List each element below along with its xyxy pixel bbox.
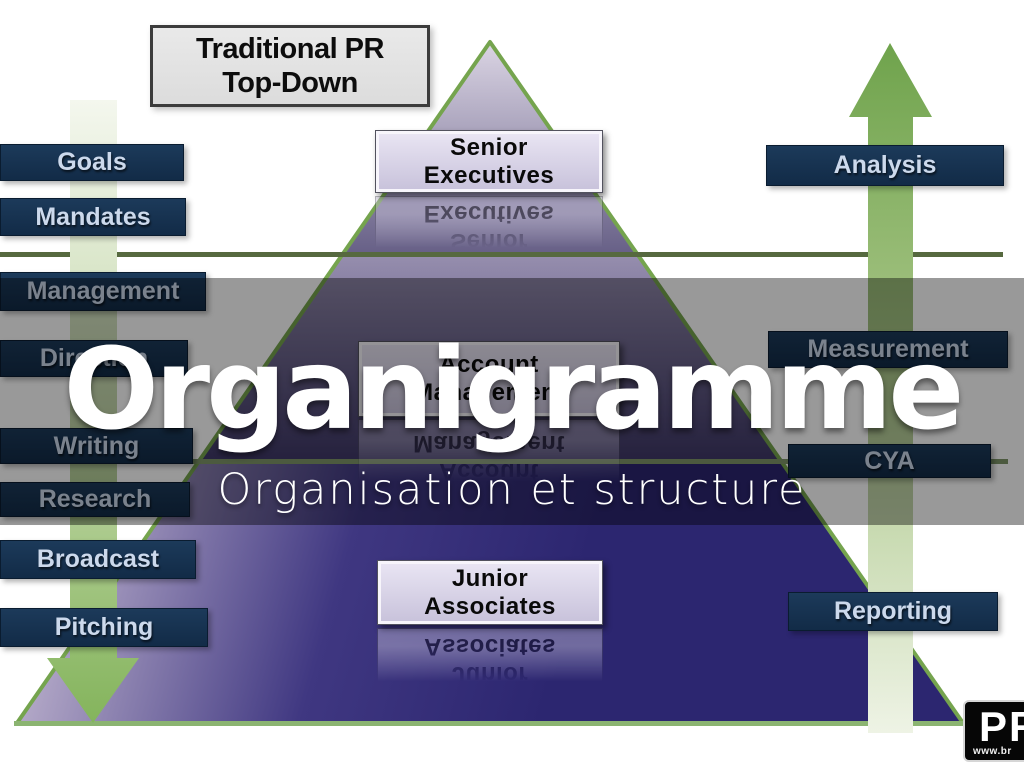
left-label-research: Research xyxy=(0,482,190,517)
left-label-broadcast: Broadcast xyxy=(0,540,196,579)
slide-subtitle: Organisation et structure xyxy=(217,465,807,515)
reflection-text: Executives xyxy=(423,200,555,228)
logo-url: www.br xyxy=(973,746,1012,757)
left-label-pitching: Pitching xyxy=(0,608,208,647)
label-text: Broadcast xyxy=(36,545,160,573)
label-text: Mandates xyxy=(35,202,151,231)
subtitle-block: Organisation et structure xyxy=(0,465,1024,515)
pyramid-box-label: Junior xyxy=(451,564,529,592)
label-text: Management xyxy=(26,277,180,305)
slide-title: Organigramme xyxy=(63,325,965,455)
right-label-reporting: Reporting xyxy=(788,592,998,631)
pyramid-box-senior-executives: Senior Executives xyxy=(375,130,603,193)
title-overlay-band xyxy=(0,278,1024,525)
watermark-logo: PR www.br xyxy=(963,700,1024,762)
label-text: Direction xyxy=(39,344,149,372)
label-text: Analysis xyxy=(833,151,937,179)
left-label-writing: Writing xyxy=(0,428,193,464)
label-text: Reporting xyxy=(833,597,953,625)
reflection-text: Associates xyxy=(424,633,556,661)
pyramid-box-label: Management xyxy=(413,379,565,406)
logo-text: PR xyxy=(979,703,1024,750)
header-box-line1: Traditional PR xyxy=(196,33,384,65)
level-line-lower xyxy=(0,459,1008,464)
left-label-mandates: Mandates xyxy=(0,198,186,236)
level-line-upper xyxy=(0,252,1003,257)
senior-executives-reflection: Senior Executives xyxy=(375,196,603,259)
label-text: CYA xyxy=(864,446,915,475)
label-text: Measurement xyxy=(807,335,969,363)
left-label-goals: Goals xyxy=(0,144,184,181)
up-arrow-icon xyxy=(849,43,932,733)
pyramid-base-line xyxy=(14,721,966,726)
junior-associates-reflection: Junior Associates xyxy=(377,628,603,693)
right-label-analysis: Analysis xyxy=(766,145,1004,186)
pyramid-box-label: Account xyxy=(439,351,539,378)
label-text: Writing xyxy=(53,431,140,460)
pyramid-box-label: Associates xyxy=(424,592,556,620)
pyramid-box-label: Senior xyxy=(450,133,528,161)
left-label-direction: Direction xyxy=(0,340,188,377)
header-box: Traditional PR Top-Down xyxy=(150,25,430,107)
header-box-line2: Top-Down xyxy=(222,67,358,99)
label-text: Research xyxy=(38,485,152,513)
right-label-measurement: Measurement xyxy=(768,331,1008,368)
label-text: Goals xyxy=(57,148,127,176)
pyramid-box-label: Executives xyxy=(423,161,555,189)
pyramid-box-junior-associates: Junior Associates xyxy=(377,560,603,625)
right-label-cya: CYA xyxy=(788,444,991,478)
label-text: Pitching xyxy=(54,613,154,641)
left-label-management: Management xyxy=(0,272,206,311)
title-block: Organigramme xyxy=(0,334,1024,446)
reflection-text: Senior xyxy=(450,228,528,256)
pyramid-box-account-management: Account Management xyxy=(358,341,620,417)
reflection-text: Junior xyxy=(451,661,529,689)
